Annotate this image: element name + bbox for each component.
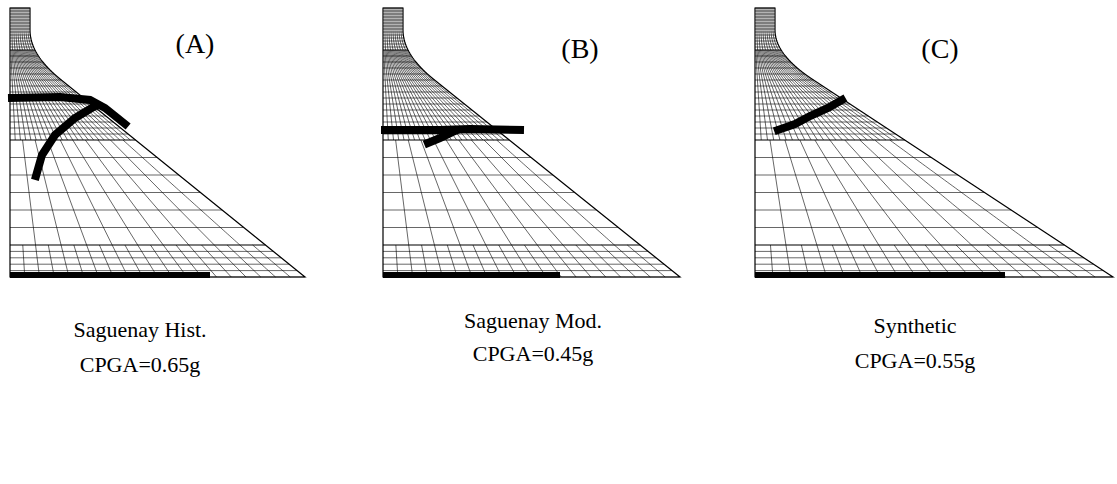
mesh-line [421,140,460,245]
mesh-line [845,140,941,245]
mesh-line [860,140,972,245]
mesh-line [12,8,14,50]
mesh-line [589,245,621,277]
mesh-line [395,8,398,50]
mesh-line [387,8,388,50]
mesh-line [890,140,1034,245]
mesh-line [778,50,886,140]
panel-letter: (C) [921,33,958,65]
cpga-value: CPGA=0.65g [80,352,201,377]
record-name: Saguenay Hist. [73,317,206,342]
mesh-line [16,8,18,50]
mesh-line [771,8,776,50]
mesh-line [497,140,615,245]
mesh-line [110,140,214,245]
dam-mesh [383,8,680,278]
mesh-line [459,140,538,245]
mesh-line [73,140,138,245]
mesh-line [23,140,36,245]
crack-zone [778,100,842,130]
mesh-line [396,140,409,245]
cpga-value: CPGA=0.55g [855,348,976,373]
mesh-line [830,140,910,245]
mesh-line [627,245,665,277]
mesh-line [401,8,406,50]
mesh-line [1018,245,1059,277]
dam-outline [755,8,1113,277]
mesh-line [785,140,817,245]
mesh-line [389,8,391,50]
base-crack [10,272,210,278]
mesh-line [484,140,589,245]
mesh-line [434,140,486,245]
mesh-line [471,140,563,245]
mesh-line [875,140,1003,245]
mesh-line [757,8,759,50]
dam-mesh [10,8,305,278]
mesh-line [123,140,240,245]
mesh-line [765,8,768,50]
dam-mesh [755,8,1113,278]
mesh-line [576,245,606,277]
mesh-line [800,140,848,245]
mesh-line [28,8,33,50]
mesh-line [773,8,779,50]
mesh-line [22,8,25,50]
record-name: Saguenay Mod. [464,308,602,333]
mesh-line [563,245,591,277]
mesh-line [214,245,246,277]
mesh-line [85,140,163,245]
dam-outline [383,8,680,277]
mesh-line [98,140,189,245]
mesh-line [48,140,87,245]
mesh-line [14,8,15,50]
mesh-line [761,8,763,50]
dam-outline [10,8,305,277]
mesh-line [253,245,291,277]
crack-zone [36,106,95,176]
mesh-line [759,8,760,50]
mesh-line [602,245,636,277]
mesh-line [777,50,880,140]
mesh-line [770,140,786,245]
mesh-line [385,8,387,50]
base-crack [383,272,560,278]
mesh-line [815,140,879,245]
cpga-value: CPGA=0.45g [473,341,594,366]
mesh-line [779,50,892,140]
panel-letter: (B) [561,33,598,65]
mesh-line [775,50,868,140]
mesh-line [227,245,261,277]
mesh-line [1049,245,1095,277]
mesh-line [614,245,650,277]
mesh-line [774,50,862,140]
panel-letter: (A) [176,28,215,60]
base-crack [755,272,1005,278]
mesh-line [756,50,761,140]
mesh-line [408,140,434,245]
crack-zone [428,131,455,143]
record-name: Synthetic [873,313,956,338]
mesh-line [240,245,276,277]
mesh-line [1002,245,1041,277]
mesh-line [446,140,511,245]
mesh-line [60,140,112,245]
